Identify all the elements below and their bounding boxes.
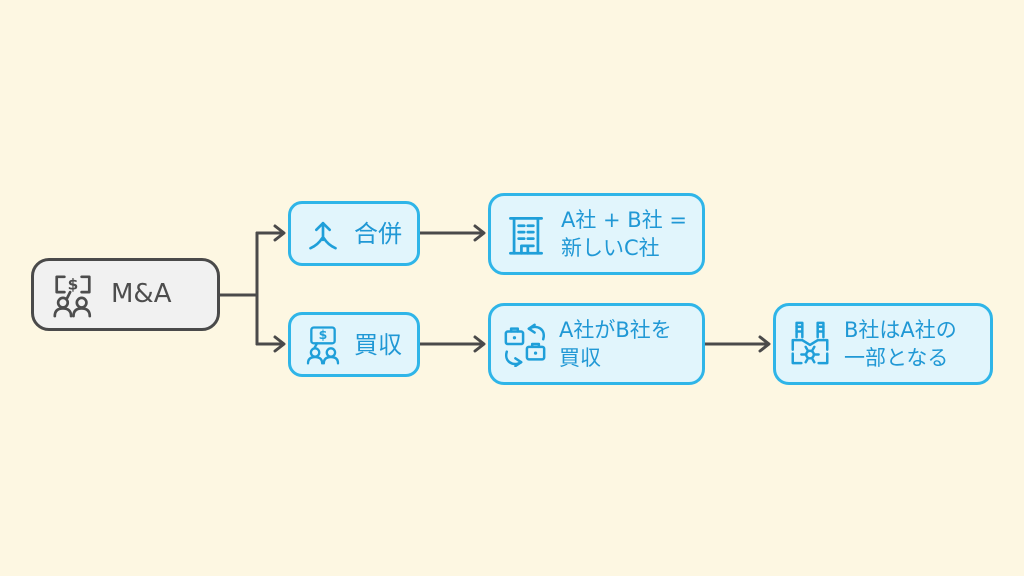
node-label: B社はA社の 一部となる [844, 316, 957, 372]
node-label-line2: 新しいC社 [561, 236, 660, 260]
node-label-line2: 買収 [559, 346, 601, 370]
node-label-line1: A社 + B社 = [561, 208, 687, 232]
node-label: M&A [111, 279, 172, 310]
node-label-line2: 一部となる [844, 346, 949, 370]
node-label-line1: B社はA社の [844, 318, 957, 342]
node-label: 買収 [354, 330, 402, 359]
svg-text:$: $ [68, 275, 79, 293]
briefcase-exchange-icon [502, 321, 548, 367]
arrowhead-to-acquisition [273, 335, 286, 353]
factory-icon [787, 319, 833, 369]
arrowhead-acquisition-result [473, 335, 486, 353]
node-label: A社 + B社 = 新しいC社 [561, 206, 687, 262]
node-acquisition: $ 買収 [288, 312, 420, 377]
money-chat-people-icon: $ [303, 325, 343, 365]
node-label: A社がB社を 買収 [559, 316, 672, 372]
svg-text:$: $ [319, 327, 328, 342]
node-merger-result: A社 + B社 = 新しいC社 [488, 193, 705, 275]
node-acquisition-result: A社がB社を 買収 [488, 303, 705, 385]
node-label: 合併 [354, 219, 402, 248]
arrowhead-to-merger [273, 224, 286, 242]
merge-arrow-icon [303, 214, 343, 254]
money-chat-people-icon: $ [50, 272, 96, 318]
office-building-icon [504, 211, 548, 257]
arrowhead-merger-result [473, 224, 486, 242]
arrowhead-acquisition-outcome [758, 335, 771, 353]
node-merger: 合併 [288, 201, 420, 266]
node-root-ma: $ M&A [31, 258, 220, 331]
node-label-line1: A社がB社を [559, 318, 672, 342]
node-acquisition-outcome: B社はA社の 一部となる [773, 303, 993, 385]
